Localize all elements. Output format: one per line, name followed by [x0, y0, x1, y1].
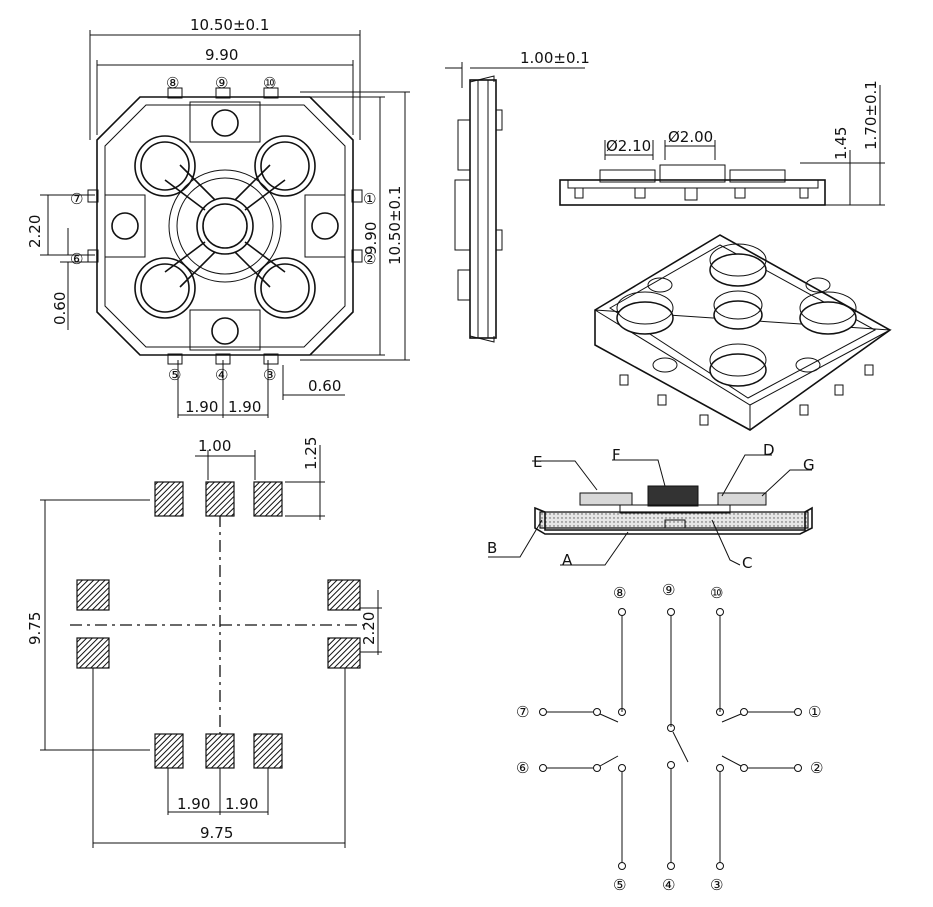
schematic-view: ⑧ ⑨ ⑩ ⑦ ① ⑥ ② ⑤ ④ ③: [516, 581, 823, 894]
dim-cap-large: Ø2.00: [668, 128, 713, 146]
dim-side-offset: 0.60: [51, 292, 69, 325]
schem-pin-5: ⑤: [613, 876, 626, 894]
pad: [154, 733, 184, 769]
pin-label-4: ④: [215, 366, 228, 384]
dim-height-body: 1.45: [832, 127, 850, 160]
dim-overall-width: 10.50±0.1: [190, 16, 269, 34]
dim-bottom-pitch-right: 1.90: [228, 398, 261, 416]
pad: [154, 481, 184, 517]
section-view: E F D G B A C: [487, 441, 815, 572]
pad: [76, 579, 110, 611]
schem-pin-10: ⑩: [710, 584, 723, 602]
schem-pin-1: ①: [808, 703, 821, 721]
pin-label-2: ②: [363, 250, 376, 268]
pad: [253, 481, 283, 517]
top-view: 10.50±0.1 9.90 9.90 10.50±0.1 2.20 0.60 …: [26, 16, 410, 418]
dim-pad-width: 1.00: [198, 437, 231, 455]
pad: [253, 733, 283, 769]
dim-inner-width: 9.90: [205, 46, 238, 64]
dim-side-pitch-fp: 2.20: [360, 612, 378, 645]
pad: [327, 637, 361, 669]
dim-thickness: 1.00±0.1: [520, 49, 590, 67]
pin-label-5: ⑤: [168, 366, 181, 384]
dim-height-inner: 9.90: [362, 222, 380, 255]
pin-label-6: ⑥: [70, 250, 83, 268]
schem-pin-7: ⑦: [516, 703, 529, 721]
pad: [205, 481, 235, 517]
schem-pin-8: ⑧: [613, 584, 626, 602]
pin-label-8: ⑧: [166, 74, 179, 92]
footprint-view: 1.00 1.25 9.75 2.20 1.90 1.90: [26, 437, 382, 848]
dim-side-pitch: 2.20: [26, 215, 44, 248]
section-label-g: G: [803, 456, 815, 474]
dim-pitch-left: 1.90: [177, 795, 210, 813]
dim-height-outer: 10.50±0.1: [386, 186, 404, 265]
pin-label-9: ⑨: [215, 74, 228, 92]
section-label-f: F: [612, 446, 621, 464]
section-label-e: E: [533, 453, 542, 471]
pin-label-1: ①: [363, 190, 376, 208]
top-view-body: [96, 96, 354, 356]
dim-pitch-right: 1.90: [225, 795, 258, 813]
section-label-d: D: [763, 441, 775, 459]
dim-bottom-offset: 0.60: [308, 377, 341, 395]
dim-vertical: 9.75: [26, 612, 44, 645]
dim-horizontal: 9.75: [200, 824, 233, 842]
pad: [327, 579, 361, 611]
section-label-b: B: [487, 539, 497, 557]
dim-height-total: 1.70±0.1: [862, 80, 880, 150]
pad: [76, 637, 110, 669]
dim-cap-small: Ø2.10: [606, 137, 651, 155]
pin-label-10: ⑩: [263, 74, 276, 92]
front-view: Ø2.10 Ø2.00 1.45 1.70±0.1: [559, 80, 885, 206]
schem-pin-3: ③: [710, 876, 723, 894]
side-view: 1.00±0.1: [445, 49, 590, 343]
pin-label-7: ⑦: [70, 190, 83, 208]
schem-pin-4: ④: [662, 876, 675, 894]
schem-pin-2: ②: [810, 759, 823, 777]
pad: [205, 733, 235, 769]
pin-label-3: ③: [263, 366, 276, 384]
schem-pin-6: ⑥: [516, 759, 529, 777]
dim-pad-height: 1.25: [302, 437, 320, 470]
isometric-view: [594, 234, 892, 431]
schem-pin-9: ⑨: [662, 581, 675, 599]
section-label-c: C: [742, 554, 752, 572]
dim-bottom-pitch-left: 1.90: [185, 398, 218, 416]
section-label-a: A: [562, 551, 573, 569]
